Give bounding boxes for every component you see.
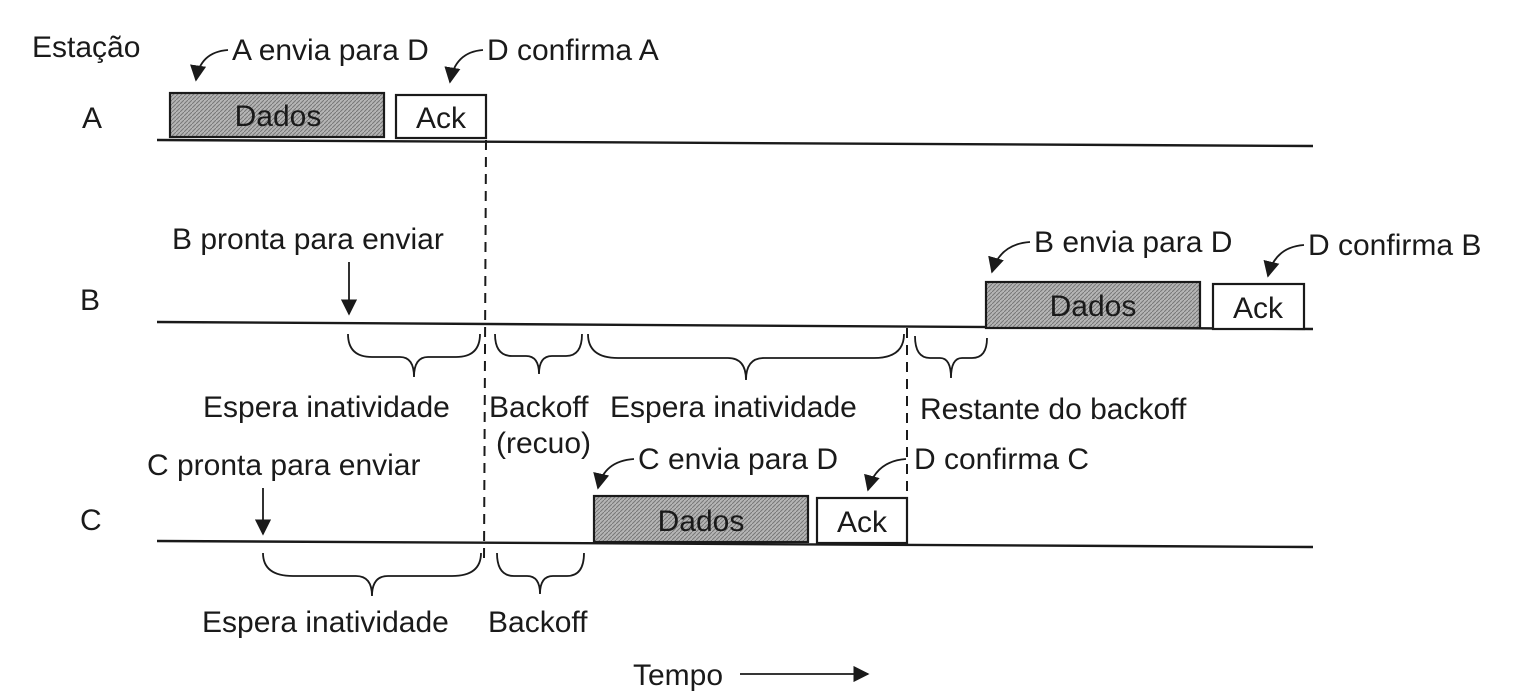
timeline-a [156, 138, 1314, 148]
dashed-marker-ack-a-end [483, 139, 487, 561]
annotation-d-confirms-c: D confirma C [914, 443, 1089, 476]
brace-c-backoff [496, 552, 585, 595]
arrow-b-sends-icon [988, 241, 1031, 274]
data-frame-b-label: Dados [1050, 290, 1137, 323]
interval-c-idle-wait: Espera inatividade [202, 606, 449, 639]
station-column-header: Estação [32, 31, 140, 64]
annotation-b-sends-to-d: B envia para D [1034, 226, 1232, 259]
brace-b-idle-wait-2 [587, 333, 905, 381]
station-label-b: B [80, 284, 100, 317]
annotation-d-confirms-a: D confirma A [487, 34, 659, 67]
interval-b-backoff: Backoff [489, 391, 589, 424]
interval-b-idle-wait-2: Espera inatividade [610, 391, 857, 424]
ack-frame-c [815, 496, 909, 545]
interval-b-backoff-sub: (recuo) [496, 427, 591, 460]
ack-frame-c-label: Ack [837, 506, 888, 539]
ack-frame-a-label: Ack [416, 102, 467, 135]
annotation-c-sends-to-d: C envia para D [638, 443, 838, 476]
time-axis-label: Tempo [633, 659, 723, 692]
brace-b-remaining-backoff [914, 335, 988, 379]
arrow-d-confirms-b-icon [1263, 244, 1305, 278]
station-label-c: C [80, 504, 102, 537]
interval-c-backoff: Backoff [488, 606, 588, 639]
ack-frame-b [1211, 282, 1306, 331]
data-frame-c-label: Dados [658, 505, 745, 538]
annotation-c-ready: C pronta para enviar [147, 449, 421, 482]
ack-frame-a [394, 93, 488, 140]
brace-b-idle-wait-1 [347, 333, 481, 378]
data-frame-b [984, 280, 1202, 330]
data-frame-c [592, 494, 810, 544]
data-frame-a-label: Dados [235, 100, 322, 133]
interval-b-idle-wait-1: Espera inatividade [203, 391, 450, 424]
annotation-b-ready: B pronta para enviar [172, 223, 444, 256]
arrow-d-confirms-c-icon [864, 458, 907, 492]
data-frame-a [168, 91, 386, 139]
timeline-c [156, 539, 1314, 549]
arrow-d-confirms-a-icon [444, 49, 484, 84]
interval-b-remaining-backoff: Restante do backoff [920, 393, 1187, 426]
arrow-a-sends-icon [190, 49, 229, 82]
brace-b-backoff [494, 333, 583, 375]
annotation-d-confirms-b: D confirma B [1308, 229, 1481, 262]
arrow-c-sends-icon [593, 458, 635, 490]
station-label-a: A [82, 102, 102, 135]
brace-c-idle-wait [262, 552, 482, 597]
ack-frame-b-label: Ack [1233, 292, 1284, 325]
annotation-a-sends-to-d: A envia para D [232, 34, 429, 67]
